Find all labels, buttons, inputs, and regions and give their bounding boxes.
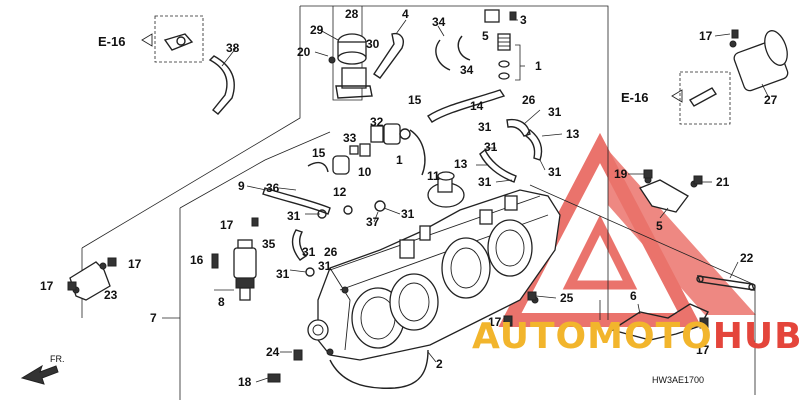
callout-numbers: 28 29 30 20 38 4 34 34 3 5 1 17 27 15 14… xyxy=(40,7,778,389)
callout-24: 24 xyxy=(266,345,280,359)
callout-22: 22 xyxy=(740,251,754,265)
callout-4: 4 xyxy=(402,7,409,21)
callout-9: 9 xyxy=(238,179,245,193)
callout-31-f: 31 xyxy=(287,209,301,223)
callout-31-e: 31 xyxy=(478,175,492,189)
callout-37: 37 xyxy=(366,215,380,229)
e16-reference-left: E-16 xyxy=(98,34,125,49)
callout-1-mid: 1 xyxy=(396,153,403,167)
callout-21: 21 xyxy=(716,175,730,189)
clamp-and-valve-group xyxy=(435,9,521,81)
callout-34-bottom: 34 xyxy=(460,63,474,77)
callout-31-j: 31 xyxy=(318,259,332,273)
idle-control-group xyxy=(305,123,411,277)
callout-31-a: 31 xyxy=(548,105,562,119)
callout-17-far-left: 17 xyxy=(40,279,54,293)
e16-reference-right: E-16 xyxy=(621,90,648,105)
throttle-body xyxy=(307,189,561,361)
diagram-code: HW3AE1700 xyxy=(652,375,704,385)
hose-group xyxy=(262,89,543,261)
callout-7: 7 xyxy=(150,311,157,325)
callout-31-h: 31 xyxy=(302,245,316,259)
callout-11: 11 xyxy=(427,169,440,183)
callout-17-mid: 17 xyxy=(220,218,234,232)
callout-16: 16 xyxy=(190,253,204,267)
callout-31-g: 31 xyxy=(401,207,415,221)
bolt-group xyxy=(67,11,739,383)
callout-31-d: 31 xyxy=(548,165,562,179)
vacuum-joint-group xyxy=(141,15,235,115)
callout-29: 29 xyxy=(310,23,324,37)
bracket-5 xyxy=(639,176,698,213)
callout-31-c: 31 xyxy=(484,140,498,154)
callout-8: 8 xyxy=(218,295,225,309)
link-rod-group xyxy=(610,275,756,341)
callout-leaders xyxy=(162,19,769,383)
callout-14: 14 xyxy=(470,99,484,113)
callout-36: 36 xyxy=(266,181,280,195)
callout-15-top: 15 xyxy=(408,93,422,107)
harness-wire xyxy=(329,349,429,389)
callout-17-top: 17 xyxy=(699,29,713,43)
callout-31-b: 31 xyxy=(478,120,492,134)
sensor-bracket-group xyxy=(328,6,404,101)
callout-13-b: 13 xyxy=(454,157,468,171)
callout-3: 3 xyxy=(520,13,527,27)
callout-5-right: 5 xyxy=(656,219,663,233)
callout-38: 38 xyxy=(226,41,240,55)
callout-28: 28 xyxy=(345,7,359,21)
callout-5-top: 5 xyxy=(482,29,489,43)
callout-31-i: 31 xyxy=(276,267,290,281)
callout-18: 18 xyxy=(238,375,252,389)
callout-17-bottom: 17 xyxy=(488,315,502,329)
watermark-brand-text: AUTOMOTOHUB xyxy=(472,316,800,357)
watermark-part-1: AUTOMOTO xyxy=(472,316,713,357)
callout-34-top: 34 xyxy=(432,15,446,29)
callout-25: 25 xyxy=(560,291,574,305)
callout-35: 35 xyxy=(262,237,276,251)
callout-33: 33 xyxy=(343,131,357,145)
callout-15-mid: 15 xyxy=(312,146,326,160)
callout-10: 10 xyxy=(358,165,372,179)
callout-13-a: 13 xyxy=(566,127,580,141)
callout-17-right: 17 xyxy=(696,343,710,357)
callout-12: 12 xyxy=(333,185,347,199)
watermark-part-2: HUB xyxy=(712,316,800,357)
callout-20: 20 xyxy=(297,45,311,59)
callout-19: 19 xyxy=(614,167,628,181)
callout-2: 2 xyxy=(436,357,443,371)
callout-26-top: 26 xyxy=(522,93,536,107)
bracket-23 xyxy=(69,261,111,301)
callout-30: 30 xyxy=(366,37,380,51)
callout-26-bottom: 26 xyxy=(324,245,338,259)
egr-valve xyxy=(427,171,465,208)
callout-17-left: 17 xyxy=(128,257,142,271)
callout-23: 23 xyxy=(104,288,118,302)
canister-group xyxy=(671,30,789,125)
front-label: FR. xyxy=(50,354,65,364)
sensor-8 xyxy=(233,239,257,301)
front-arrow xyxy=(20,364,59,385)
callout-1-top: 1 xyxy=(535,59,542,73)
callout-6: 6 xyxy=(630,289,637,303)
callout-32: 32 xyxy=(370,115,384,129)
callout-27: 27 xyxy=(764,93,778,107)
